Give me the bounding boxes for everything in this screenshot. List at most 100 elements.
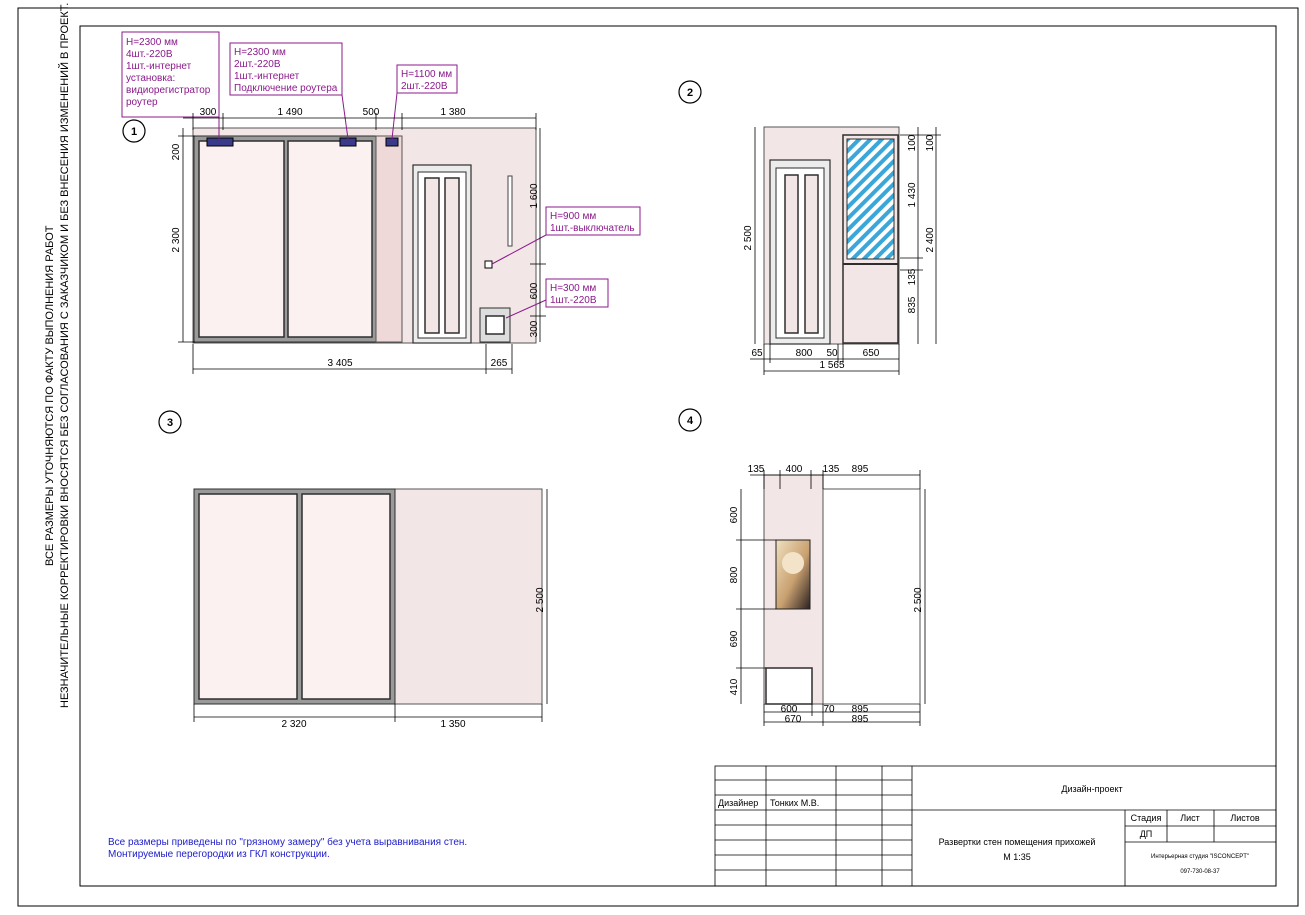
dim-label: 50 xyxy=(826,348,838,359)
view-3: 3 2 320 1 350 2 500 xyxy=(158,410,548,730)
switch-marker xyxy=(484,260,493,269)
glass-panel xyxy=(846,138,895,260)
stage-value: ДП xyxy=(1140,829,1153,839)
dim-label: 65 xyxy=(751,348,763,359)
socket-group-3 xyxy=(385,137,399,147)
view-marker-1-label: 1 xyxy=(131,126,137,138)
dim-label: 1 490 xyxy=(277,107,302,118)
dim-label: 1 600 xyxy=(529,183,540,208)
view-2: 2 2 500 100 1 430 135 835 100 2 400 65 8… xyxy=(678,80,941,375)
dim-label: 2 300 xyxy=(171,227,182,252)
callout-5-line: Н=300 мм xyxy=(550,283,596,294)
drawing-title: Развертки стен помещения прихожей xyxy=(939,837,1096,847)
callout-2-line: Н=2300 мм xyxy=(234,47,286,58)
dim-label: 135 xyxy=(907,268,918,285)
view-marker-2-label: 2 xyxy=(687,87,693,99)
dim-label: 895 xyxy=(852,714,869,725)
dim-label: 2 500 xyxy=(535,587,546,612)
callout-1-line: 1шт.-интернет xyxy=(126,61,192,72)
dim-label: 1 380 xyxy=(440,107,465,118)
dim-label: 800 xyxy=(729,566,740,583)
callout-1 xyxy=(121,31,220,118)
callout-3 xyxy=(396,64,458,94)
callout-5 xyxy=(545,278,609,308)
stage-header: Стадия xyxy=(1131,813,1162,823)
callout-2-line: Подключение роутера xyxy=(234,83,338,94)
view-marker-4 xyxy=(678,408,702,432)
studio-phone: 097-730-08-37 xyxy=(1180,869,1220,875)
side-panel xyxy=(375,135,403,343)
view-4: 4 135 400 135 895 600 800 690 410 2 500 xyxy=(678,408,926,726)
callout-1-line: Н=2300 мм xyxy=(126,37,178,48)
leader-3 xyxy=(391,92,398,140)
artwork-flower xyxy=(782,552,804,574)
mirror-edge xyxy=(507,175,513,247)
dim-label: 670 xyxy=(785,714,802,725)
dim-label: 2 400 xyxy=(925,227,936,252)
sheet-header: Лист xyxy=(1180,813,1200,823)
view-marker-4-label: 4 xyxy=(687,415,694,427)
callout-1-line: установка: xyxy=(126,73,175,84)
dim-label: 410 xyxy=(729,678,740,695)
view-marker-2 xyxy=(678,80,702,104)
project-name: Дизайн-проект xyxy=(1061,784,1122,794)
dim-label: 100 xyxy=(907,134,918,151)
callout-1-line: роутер xyxy=(126,97,158,108)
dim-label: 835 xyxy=(907,296,918,313)
title-block xyxy=(714,765,1277,887)
entry-door-2-panel-left xyxy=(784,174,799,334)
entry-door-panel-left xyxy=(424,177,440,334)
designer-role: Дизайнер xyxy=(718,798,758,808)
socket-group-2 xyxy=(339,137,357,147)
view-marker-1 xyxy=(122,119,146,143)
leader-5 xyxy=(505,299,547,319)
dim-label: 265 xyxy=(491,358,508,369)
dim-label: 2 500 xyxy=(743,225,754,250)
dim-label: 1 430 xyxy=(907,182,918,207)
callout-1-line: видиорегистратор xyxy=(126,85,211,96)
dim-label: 2 320 xyxy=(281,719,306,730)
callout-4-line: 1шт.-выключатель xyxy=(550,223,635,234)
dim-label: 135 xyxy=(748,464,765,475)
dim-label: 600 xyxy=(729,506,740,523)
bench-inner xyxy=(485,315,505,335)
leader-4 xyxy=(491,234,547,265)
dim-label: 135 xyxy=(823,464,840,475)
side-note-1: ВСЕ РАЗМЕРЫ УТОЧНЯЮТСЯ ПО ФАКТУ ВЫПОЛНЕН… xyxy=(44,225,56,566)
sheets-header: Листов xyxy=(1230,813,1259,823)
dim-label: 300 xyxy=(200,107,217,118)
designer-name: Тонких М.В. xyxy=(770,798,819,808)
dim-label: 600 xyxy=(529,282,540,299)
studio-name: Интерьерная студия "ISCONCEPT" xyxy=(1151,854,1249,860)
sheet-inner-border xyxy=(79,25,1277,887)
callout-3-line: Н=1100 мм xyxy=(401,69,452,80)
note-line-1: Все размеры приведены по "грязному замер… xyxy=(108,836,467,848)
bench-4 xyxy=(765,667,813,705)
wardrobe-3-door-right xyxy=(301,493,391,700)
dim-label: 1 350 xyxy=(440,719,465,730)
dim-label: 300 xyxy=(529,320,540,337)
dim-label: 690 xyxy=(729,630,740,647)
dim-label: 2 500 xyxy=(913,587,924,612)
dim-label: 895 xyxy=(852,704,869,715)
dim-label: 400 xyxy=(786,464,803,475)
dim-label: 200 xyxy=(171,143,182,160)
callout-2-line: 2шт.-220В xyxy=(234,59,281,70)
dim-label: 600 xyxy=(781,704,798,715)
note-line-2: Монтируемые перегородки из ГКЛ конструкц… xyxy=(108,849,330,860)
dim-label: 500 xyxy=(363,107,380,118)
view-marker-3 xyxy=(158,410,182,434)
dim-label: 895 xyxy=(852,464,869,475)
side-note-2: НЕЗНАЧИТЕЛЬНЫЕ КОРРЕКТИРОВКИ ВНОСЯТСЯ БЕ… xyxy=(58,3,71,708)
dim-label: 100 xyxy=(925,134,936,151)
drawing-scale: М 1:35 xyxy=(1003,852,1031,862)
dim-label: 1 565 xyxy=(819,360,844,371)
view-1: 1 Н=2300 мм 4шт.-220В 1шт.-интернет уста… xyxy=(121,31,641,374)
callout-4-line: Н=900 мм xyxy=(550,211,596,222)
sheet-outer-border xyxy=(17,7,1299,907)
callout-2-line: 1шт.-интернет xyxy=(234,71,300,82)
view-marker-3-label: 3 xyxy=(167,417,173,429)
callout-4 xyxy=(545,206,641,236)
wardrobe-door-right xyxy=(287,140,373,338)
